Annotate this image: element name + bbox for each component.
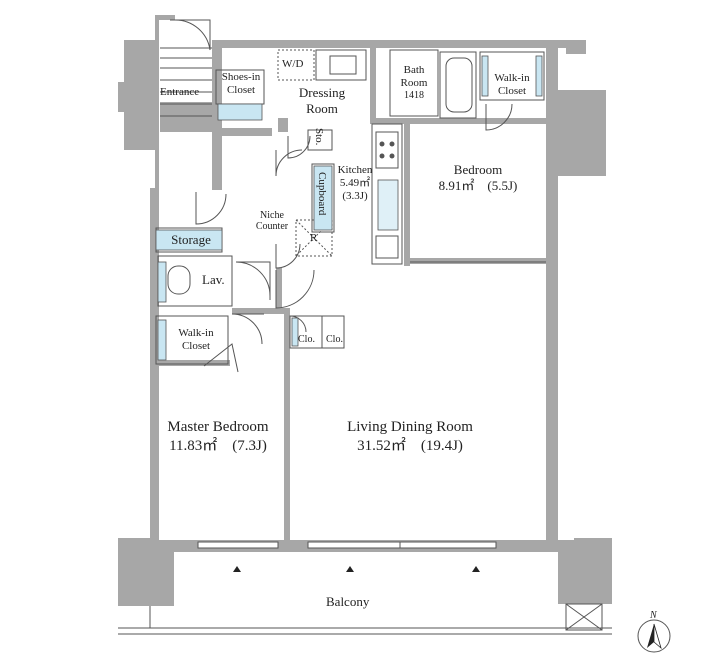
- fixtures: [155, 55, 543, 361]
- label-line: Closet: [181, 340, 211, 352]
- room-label-clo-1: Clo.: [298, 334, 315, 345]
- label-line: 31.52㎡ (19.4J): [357, 438, 463, 454]
- room-label-walkin-closet-2: Walk-in Closet: [166, 327, 226, 353]
- room-label-balcony: Balcony: [326, 594, 370, 609]
- label-line: 5.49㎡: [339, 177, 371, 189]
- room-label-sto: Sto.: [313, 128, 325, 146]
- room-label-storage: Storage: [171, 232, 211, 247]
- room-label-kitchen: Kitchen 5.49㎡ (3.3J): [334, 164, 376, 203]
- label-line: Bath: [403, 64, 425, 76]
- room-label-master-bedroom: Master Bedroom 11.83㎡ (7.3J): [156, 418, 280, 456]
- room-label-lav: Lav.: [202, 272, 225, 287]
- room-label-entrance: Entrance: [160, 86, 200, 98]
- label-line: 1418: [404, 90, 424, 101]
- label-line: Master Bedroom: [167, 419, 269, 435]
- label-line: Living Dining Room: [347, 419, 473, 435]
- room-label-bedroom: Bedroom 8.91㎡ (5.5J): [420, 162, 536, 194]
- label-line: 11.83㎡ (7.3J): [169, 438, 267, 454]
- room-label-dressing: Dressing Room: [290, 85, 354, 117]
- label-line: Niche: [260, 210, 284, 221]
- window-markers: [233, 566, 480, 572]
- room-label-bath: Bath Room 1418: [390, 64, 438, 101]
- label-line: Shoes-in: [221, 71, 261, 83]
- room-label-walkin-closet: Walk-in Closet: [482, 72, 542, 98]
- room-label-shoes-closet: Shoes-in Closet: [218, 71, 264, 97]
- label-line: Kitchen: [337, 164, 373, 176]
- label-line: Bedroom: [453, 162, 503, 177]
- north-arrow-icon: [637, 619, 671, 653]
- label-line: Room: [306, 101, 338, 116]
- plan-lines: [118, 19, 612, 635]
- label-line: Closet: [497, 85, 527, 97]
- label-line: Walk-in: [178, 327, 214, 339]
- room-label-niche-counter: Niche Counter: [250, 210, 294, 232]
- label-line: Dressing: [298, 85, 346, 100]
- label-line: Closet: [226, 84, 256, 96]
- label-line: 8.91㎡ (5.5J): [438, 178, 518, 193]
- stove-icon: [379, 141, 395, 159]
- room-label-cupboard: Cupboard: [316, 172, 328, 216]
- label-line: Counter: [255, 221, 289, 232]
- north-label: N: [650, 610, 657, 621]
- room-label-clo-2: Clo.: [326, 334, 343, 345]
- label-line: Room: [400, 77, 428, 89]
- room-label-living-dining: Living Dining Room 31.52㎡ (19.4J): [320, 418, 500, 456]
- label-line: Walk-in: [494, 72, 530, 84]
- room-label-refrigerator: R: [310, 232, 318, 244]
- label-line: (3.3J): [342, 190, 368, 202]
- room-label-wd: W/D: [282, 58, 304, 70]
